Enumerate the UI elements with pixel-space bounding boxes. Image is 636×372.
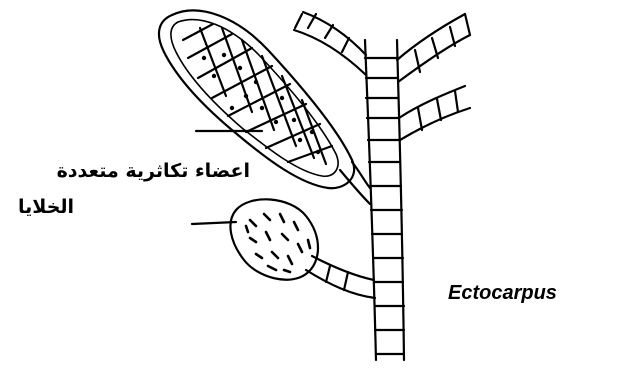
organ-label-line1: اعضاء تكاثرية متعددة [18,160,250,182]
organ-label-line2: الخلايا [18,196,250,218]
species-name: Ectocarpus [448,282,557,305]
branch-top-right [397,14,470,82]
branch-upper-left [294,12,366,75]
main-filament [365,40,404,360]
branch-middle-right [399,86,470,140]
